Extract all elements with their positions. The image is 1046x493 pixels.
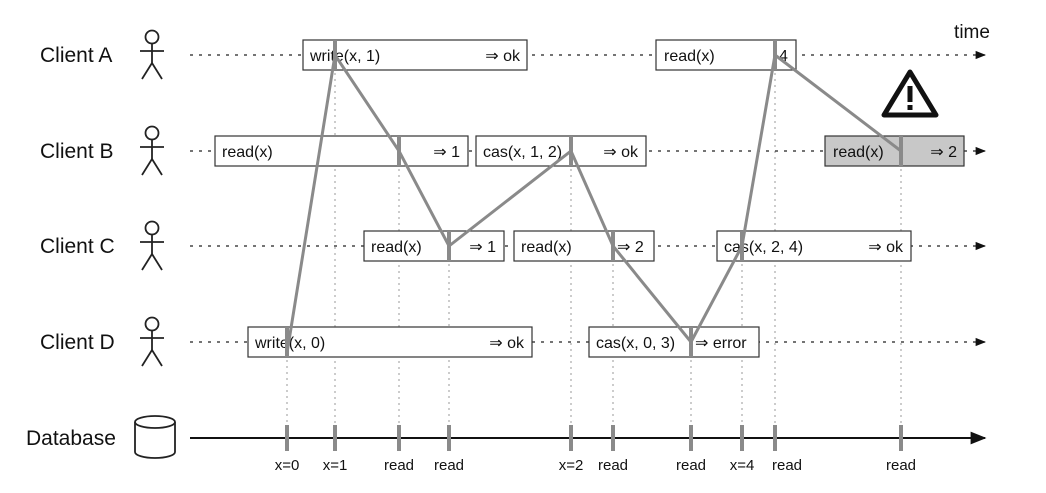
linearization-lines — [285, 50, 902, 354]
person-icon — [139, 29, 165, 80]
database-tick-labels: x=0 x=1 read read x=2 read read x=4 read… — [275, 457, 916, 474]
op-b-read-1: read(x) ⇒ 1 — [214, 135, 469, 167]
op-b-cas: cas(x, 1, 2) ⇒ ok — [475, 135, 647, 167]
tick-label: read — [384, 457, 414, 474]
svg-text:read(x): read(x) — [521, 239, 572, 256]
tick-label: x=1 — [323, 457, 348, 474]
time-label: time — [954, 22, 990, 43]
svg-text:⇒ ok: ⇒ ok — [485, 48, 521, 65]
svg-text:read(x): read(x) — [664, 48, 715, 65]
tick-label: read — [676, 457, 706, 474]
svg-text:cas(x, 0, 3): cas(x, 0, 3) — [596, 335, 675, 352]
person-icon — [139, 125, 165, 176]
tick-label: x=4 — [730, 457, 755, 474]
linearization-markers — [285, 40, 903, 357]
svg-text:⇒ ok: ⇒ ok — [603, 144, 639, 161]
tick-label: read — [886, 457, 916, 474]
svg-text:⇒ 2: ⇒ 2 — [930, 144, 957, 161]
svg-text:⇒ ok: ⇒ ok — [868, 239, 904, 256]
tick-label: read — [434, 457, 464, 474]
op-b-read-2-highlighted: read(x) ⇒ 2 — [824, 135, 965, 167]
tick-label: x=0 — [275, 457, 300, 474]
tick-label: read — [598, 457, 628, 474]
svg-text:cas(x, 1, 2): cas(x, 1, 2) — [483, 144, 562, 161]
database-label: Database — [26, 427, 116, 450]
svg-text:write(x, 1): write(x, 1) — [309, 48, 380, 65]
database-ticks — [285, 425, 903, 451]
client-a-label: Client A — [40, 44, 112, 67]
svg-text:read(x): read(x) — [222, 144, 273, 161]
database-icon — [134, 415, 176, 459]
client-b-label: Client B — [40, 140, 114, 163]
svg-text:4: 4 — [779, 48, 788, 65]
svg-text:⇒ ok: ⇒ ok — [489, 335, 525, 352]
client-d-label: Client D — [40, 331, 115, 354]
svg-text:read(x): read(x) — [833, 144, 884, 161]
op-c-read-2: read(x) ⇒ 2 — [513, 230, 655, 262]
op-c-read-1: read(x) ⇒ 1 — [363, 230, 505, 262]
warning-triangle-icon — [881, 69, 939, 118]
svg-text:⇒ 1: ⇒ 1 — [469, 239, 496, 256]
svg-text:read(x): read(x) — [371, 239, 422, 256]
tick-label: x=2 — [559, 457, 584, 474]
svg-text:⇒ error: ⇒ error — [695, 335, 747, 352]
svg-text:⇒ 1: ⇒ 1 — [433, 144, 460, 161]
person-icon — [139, 316, 165, 367]
op-d-cas: cas(x, 0, 3) ⇒ error — [588, 326, 760, 358]
svg-text:cas(x, 2, 4): cas(x, 2, 4) — [724, 239, 803, 256]
tick-label: read — [772, 457, 802, 474]
op-c-cas: cas(x, 2, 4) ⇒ ok — [716, 230, 912, 262]
person-icon — [139, 220, 165, 271]
client-c-label: Client C — [40, 235, 115, 258]
svg-text:⇒ 2: ⇒ 2 — [617, 239, 644, 256]
